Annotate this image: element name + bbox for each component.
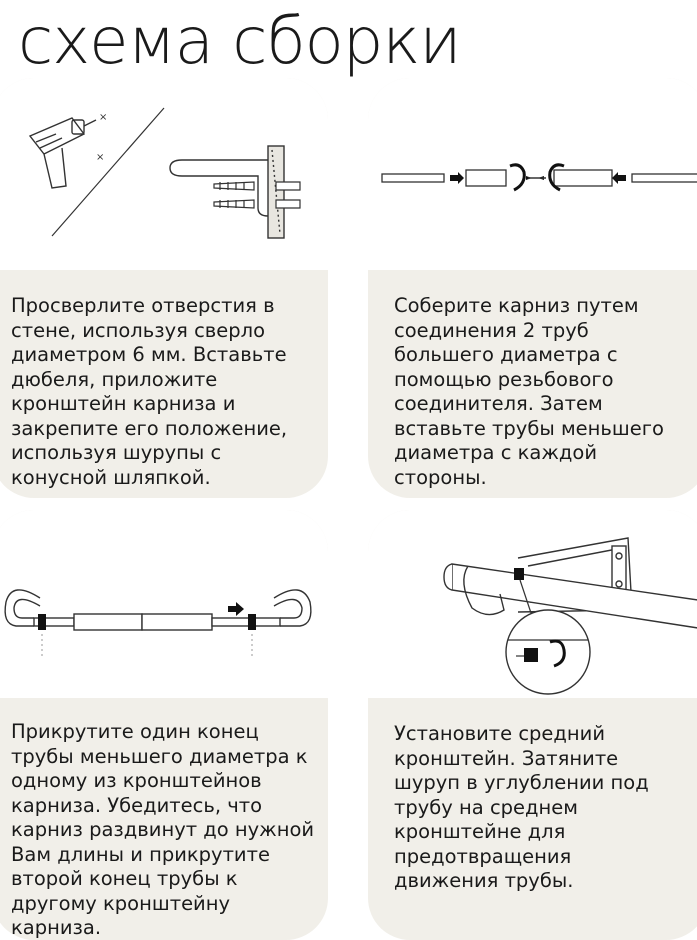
drill-and-bracket-illustration: × × [28, 107, 301, 239]
step-3-illustration [0, 510, 328, 698]
drill-icon [28, 117, 97, 189]
middle-bracket-illustration [443, 537, 697, 695]
step-3-text: Прикрутите один конец трубы меньшего диа… [11, 720, 315, 939]
rotation-icons [509, 163, 565, 192]
svg-text:×: × [99, 112, 107, 123]
step-2-illustration [368, 78, 697, 270]
curtain-rod-illustration [4, 589, 312, 656]
arrow-icon [228, 602, 244, 616]
rod-icon [4, 589, 312, 631]
step-card-3: Прикрутите один конец трубы меньшего диа… [0, 510, 328, 940]
step-1-illustration: × × [0, 78, 328, 270]
step-2-text: Соберите карниз путем соединения 2 труб … [394, 294, 664, 489]
pipe-assembly-illustration [381, 163, 697, 192]
step-card-2: Соберите карниз путем соединения 2 труб … [368, 78, 697, 498]
step-4-illustration [368, 510, 697, 698]
screws-icon [213, 181, 301, 209]
knob-icons [38, 614, 256, 630]
bracket-icon [169, 145, 285, 239]
zoom-detail-icon [505, 609, 591, 695]
step-4-text: Установите средний кронштейн. Затяните ш… [394, 722, 649, 892]
step-card-4: Установите средний кронштейн. Затяните ш… [368, 510, 697, 940]
tube-icon [443, 563, 697, 629]
step-card-1: × × Просверлите отверстия в стене, испол… [0, 78, 328, 498]
page-title: схема сборки [18, 5, 462, 79]
step-1-text: Просверлите отверстия в стене, используя… [11, 294, 288, 489]
svg-text:×: × [96, 152, 104, 163]
